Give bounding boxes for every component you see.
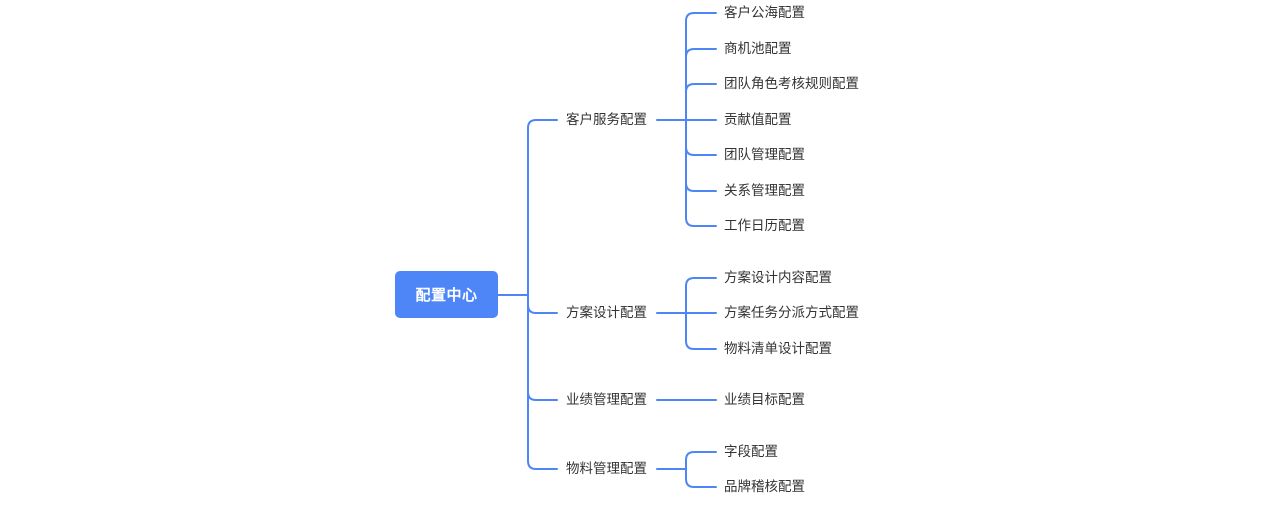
leaf-connector xyxy=(685,12,717,121)
leaf-node[interactable]: 关系管理配置 xyxy=(724,183,805,199)
leaf-connector xyxy=(685,312,717,350)
branch-connector xyxy=(527,294,558,470)
leaf-node[interactable]: 品牌稽核配置 xyxy=(724,479,805,495)
branch-connector xyxy=(527,119,558,296)
branch-node[interactable]: 方案设计配置 xyxy=(566,305,647,321)
leaf-node[interactable]: 方案设计内容配置 xyxy=(724,270,832,286)
leaf-node[interactable]: 团队管理配置 xyxy=(724,147,805,163)
leaf-node[interactable]: 客户公海配置 xyxy=(724,5,805,21)
leaf-connector xyxy=(685,119,717,156)
leaf-node[interactable]: 方案任务分派方式配置 xyxy=(724,305,859,321)
leaf-connector xyxy=(685,468,717,488)
branch-node[interactable]: 客户服务配置 xyxy=(566,112,647,128)
leaf-node[interactable]: 商机池配置 xyxy=(724,41,792,57)
leaf-node[interactable]: 物料清单设计配置 xyxy=(724,341,832,357)
branch-connector xyxy=(527,294,558,314)
root-node-config-center[interactable]: 配置中心 xyxy=(395,271,498,318)
branch-connector xyxy=(527,294,558,401)
leaf-connector xyxy=(685,83,717,121)
leaf-connector xyxy=(685,119,717,227)
leaf-node[interactable]: 业绩目标配置 xyxy=(724,392,805,408)
branch-node[interactable]: 业绩管理配置 xyxy=(566,392,647,408)
leaf-node[interactable]: 字段配置 xyxy=(724,444,778,460)
leaf-node[interactable]: 贡献值配置 xyxy=(724,112,792,128)
branch-node[interactable]: 物料管理配置 xyxy=(566,461,647,477)
leaf-node[interactable]: 团队角色考核规则配置 xyxy=(724,76,859,92)
leaf-connector xyxy=(685,48,717,121)
leaf-connector xyxy=(685,451,717,470)
leaf-node[interactable]: 工作日历配置 xyxy=(724,218,805,234)
root-node-label: 配置中心 xyxy=(415,286,478,304)
leaf-connector xyxy=(685,277,717,314)
